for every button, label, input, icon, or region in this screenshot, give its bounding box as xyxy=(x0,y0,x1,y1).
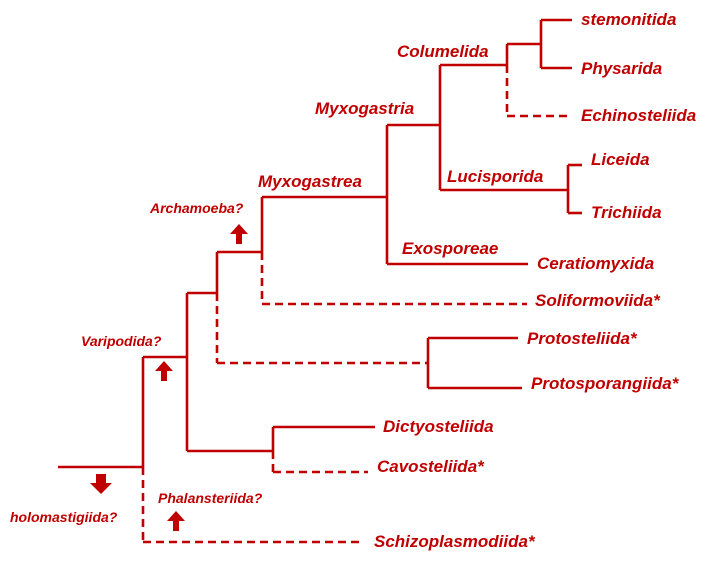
holomastigiida-arrow-icon xyxy=(90,474,112,494)
clade-phalansteriida: Phalansteriida? xyxy=(158,490,263,506)
taxon-stemonitida: stemonitida xyxy=(581,10,677,29)
archamoeba-arrow-icon xyxy=(230,224,248,244)
taxon-physarida: Physarida xyxy=(581,59,663,78)
taxon-schizoplasmodiida: Schizoplasmodiida* xyxy=(374,532,535,551)
clade-holomastigiida: holomastigiida? xyxy=(10,509,118,525)
clade-columelida: Columelida xyxy=(397,42,489,61)
taxon-liceida: Liceida xyxy=(591,150,650,169)
taxon-trichiida: Trichiida xyxy=(591,203,662,222)
clade-lucisporida: Lucisporida xyxy=(447,167,544,186)
taxon-echinosteliida: Echinosteliida xyxy=(581,106,697,125)
taxon-cavosteliida: Cavosteliida* xyxy=(377,457,484,476)
taxon-soliformoviida: Soliformoviida* xyxy=(535,291,660,310)
clade-myxogastria: Myxogastria xyxy=(315,99,415,118)
clade-varipodida: Varipodida? xyxy=(81,333,162,349)
taxon-ceratiomyxida: Ceratiomyxida xyxy=(537,254,655,273)
taxon-dictyosteliida: Dictyosteliida xyxy=(383,417,494,436)
taxon-protosteliida: Protosteliida* xyxy=(527,329,637,348)
varipodida-arrow-icon xyxy=(155,361,173,381)
clade-archamoeba: Archamoeba? xyxy=(150,200,244,216)
clade-exosporeae: Exosporeae xyxy=(402,239,499,258)
phalansteriida-arrow-icon xyxy=(167,511,185,531)
clade-myxogastrea: Myxogastrea xyxy=(258,172,362,191)
taxon-protosporangiida: Protosporangiida* xyxy=(531,374,679,393)
